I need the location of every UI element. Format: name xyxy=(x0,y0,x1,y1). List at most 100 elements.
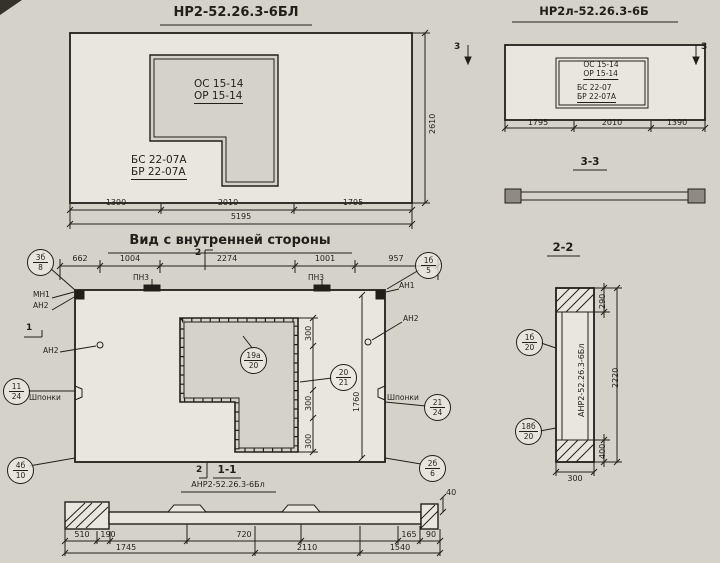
plan-right-opening-marks: ОС 15-14 ОР 15-14 xyxy=(583,60,619,81)
section-2-2-title: 2-2 xyxy=(552,240,574,254)
dim-2610: 2610 xyxy=(428,113,437,134)
dim-300-a: 300 xyxy=(304,325,313,341)
keys-label-left: Шпонки xyxy=(29,393,61,402)
dim-40: 40 xyxy=(446,488,457,497)
anchor-label-an2-right: АН2 xyxy=(403,314,419,323)
plan-right-beam-marks: БС 22-07 БР 22-07А xyxy=(577,83,616,104)
mark-br: БР 22-07А xyxy=(131,166,186,179)
plan-left-linework xyxy=(66,24,430,229)
callout-bottom: 24 xyxy=(11,392,22,401)
dim-1540: 1540 xyxy=(389,543,411,552)
dim-1795: 1795 xyxy=(527,118,549,127)
dim-5195: 5195 xyxy=(230,212,252,221)
dim-1390: 1390 xyxy=(666,118,688,127)
dim-290: 290 xyxy=(598,293,607,309)
anchor-label-an2: АН2 xyxy=(33,301,49,310)
callout-top: 2б xyxy=(425,459,440,469)
callout-bottom: 21 xyxy=(338,378,349,387)
callout-4b-10: 4б 10 xyxy=(7,457,34,484)
section-1-1-linework xyxy=(61,477,447,557)
section-1-1-subtitle: АНР2-52.26.3-6Бл xyxy=(191,480,265,489)
mark-bs: БС 22-07А xyxy=(131,154,187,166)
callout-18b-20: 18б 20 xyxy=(515,418,542,445)
cut-mark-3-right: 3 xyxy=(701,42,708,52)
anchor-label-mn1: МН1 xyxy=(33,290,50,299)
callout-top: 11 xyxy=(9,382,24,392)
inner-view-title: Вид с внутренней стороны xyxy=(129,233,331,248)
callout-top: 20 xyxy=(336,368,351,378)
mark-bs: БС 22-07 xyxy=(577,83,612,92)
dim-190: 190 xyxy=(100,530,116,539)
callout-bottom: 8 xyxy=(38,263,43,272)
plan-left-beam-marks: БС 22-07А БР 22-07А xyxy=(131,154,187,181)
mark-os: ОС 15-14 xyxy=(583,60,619,69)
callout-bottom: 20 xyxy=(523,432,534,441)
dim-2220: 2220 xyxy=(611,367,620,388)
callout-2b-6: 2б 6 xyxy=(419,455,446,482)
cut-mark-2-bottom: 2 xyxy=(196,465,203,475)
callout-21-24: 21 24 xyxy=(424,394,451,421)
plan-right-title: НР2л-52.26.3-6Б xyxy=(539,4,649,18)
cut-mark-1-left: 1 xyxy=(26,323,33,333)
dim-2274: 2274 xyxy=(216,254,238,263)
dim-662: 662 xyxy=(72,254,88,263)
plan-left-opening-marks: ОС 15-14 ОР 15-14 xyxy=(194,78,244,105)
callout-top: 4б xyxy=(13,461,28,471)
callout-bottom: 20 xyxy=(524,343,535,352)
callout-11-24: 11 24 xyxy=(3,378,30,405)
scan-corner-mark xyxy=(0,0,22,15)
keys-label-right: Шпонки xyxy=(387,393,419,402)
callout-top: 18б xyxy=(519,421,538,432)
callout-top: 19а xyxy=(244,350,263,361)
callout-top: 1б xyxy=(421,256,436,266)
dim-300-b: 300 xyxy=(304,395,313,411)
callout-top: 1б xyxy=(522,333,537,343)
dim-1004: 1004 xyxy=(119,254,141,263)
section-2-2-linework xyxy=(539,255,622,476)
dim-1390: 1390 xyxy=(105,198,127,207)
mark-os: ОС 15-14 xyxy=(194,78,244,90)
dim-2010: 2010 xyxy=(601,118,623,127)
anchor-label-an2-mid: АН2 xyxy=(43,346,59,355)
callout-bottom: 5 xyxy=(426,266,431,275)
dim-300-bottom: 300 xyxy=(567,474,583,483)
plate-label-pn3-left: ПН3 xyxy=(133,273,150,282)
inner-view-linework xyxy=(24,249,442,479)
dim-400: 400 xyxy=(598,443,607,459)
dim-957: 957 xyxy=(388,254,404,263)
anchor-label-an1: АН1 xyxy=(399,281,415,290)
dim-2010: 2010 xyxy=(217,198,239,207)
dim-300-c: 300 xyxy=(304,433,313,449)
callout-top: 21 xyxy=(430,398,445,408)
dim-1745: 1745 xyxy=(115,543,137,552)
mark-br: БР 22-07А xyxy=(577,91,616,101)
dim-90: 90 xyxy=(425,530,437,539)
dim-165: 165 xyxy=(401,530,417,539)
section-3-3-title: 3-3 xyxy=(580,156,600,168)
callout-top: 3б xyxy=(33,253,48,263)
callout-bottom: 20 xyxy=(248,361,259,370)
cut-mark-3-left: 3 xyxy=(454,42,461,52)
callout-3b-8: 3б 8 xyxy=(27,249,54,276)
callout-bottom: 24 xyxy=(432,408,443,417)
cut-mark-2-top: 2 xyxy=(195,248,202,258)
mark-or: ОР 15-14 xyxy=(583,68,618,78)
mark-or: ОР 15-14 xyxy=(194,90,243,103)
callout-20-21: 20 21 xyxy=(330,364,357,391)
dim-2110: 2110 xyxy=(296,543,318,552)
plan-right-linework xyxy=(464,21,709,204)
dim-1795: 1795 xyxy=(342,198,364,207)
plate-label-pn3-right: ПН3 xyxy=(308,273,325,282)
callout-1b-5: 1б 5 xyxy=(415,252,442,279)
dim-1760: 1760 xyxy=(352,391,361,412)
callout-19a-20: 19а 20 xyxy=(240,347,267,374)
callout-bottom: 6 xyxy=(430,469,435,478)
dim-720: 720 xyxy=(236,530,252,539)
dim-1001: 1001 xyxy=(314,254,336,263)
callout-1b-20: 1б 20 xyxy=(516,329,543,356)
section-1-1-title: 1-1 xyxy=(217,464,237,476)
callout-bottom: 10 xyxy=(15,471,26,480)
section-2-2-side-label: АНР2-52.26.3-6Бл xyxy=(577,343,586,417)
